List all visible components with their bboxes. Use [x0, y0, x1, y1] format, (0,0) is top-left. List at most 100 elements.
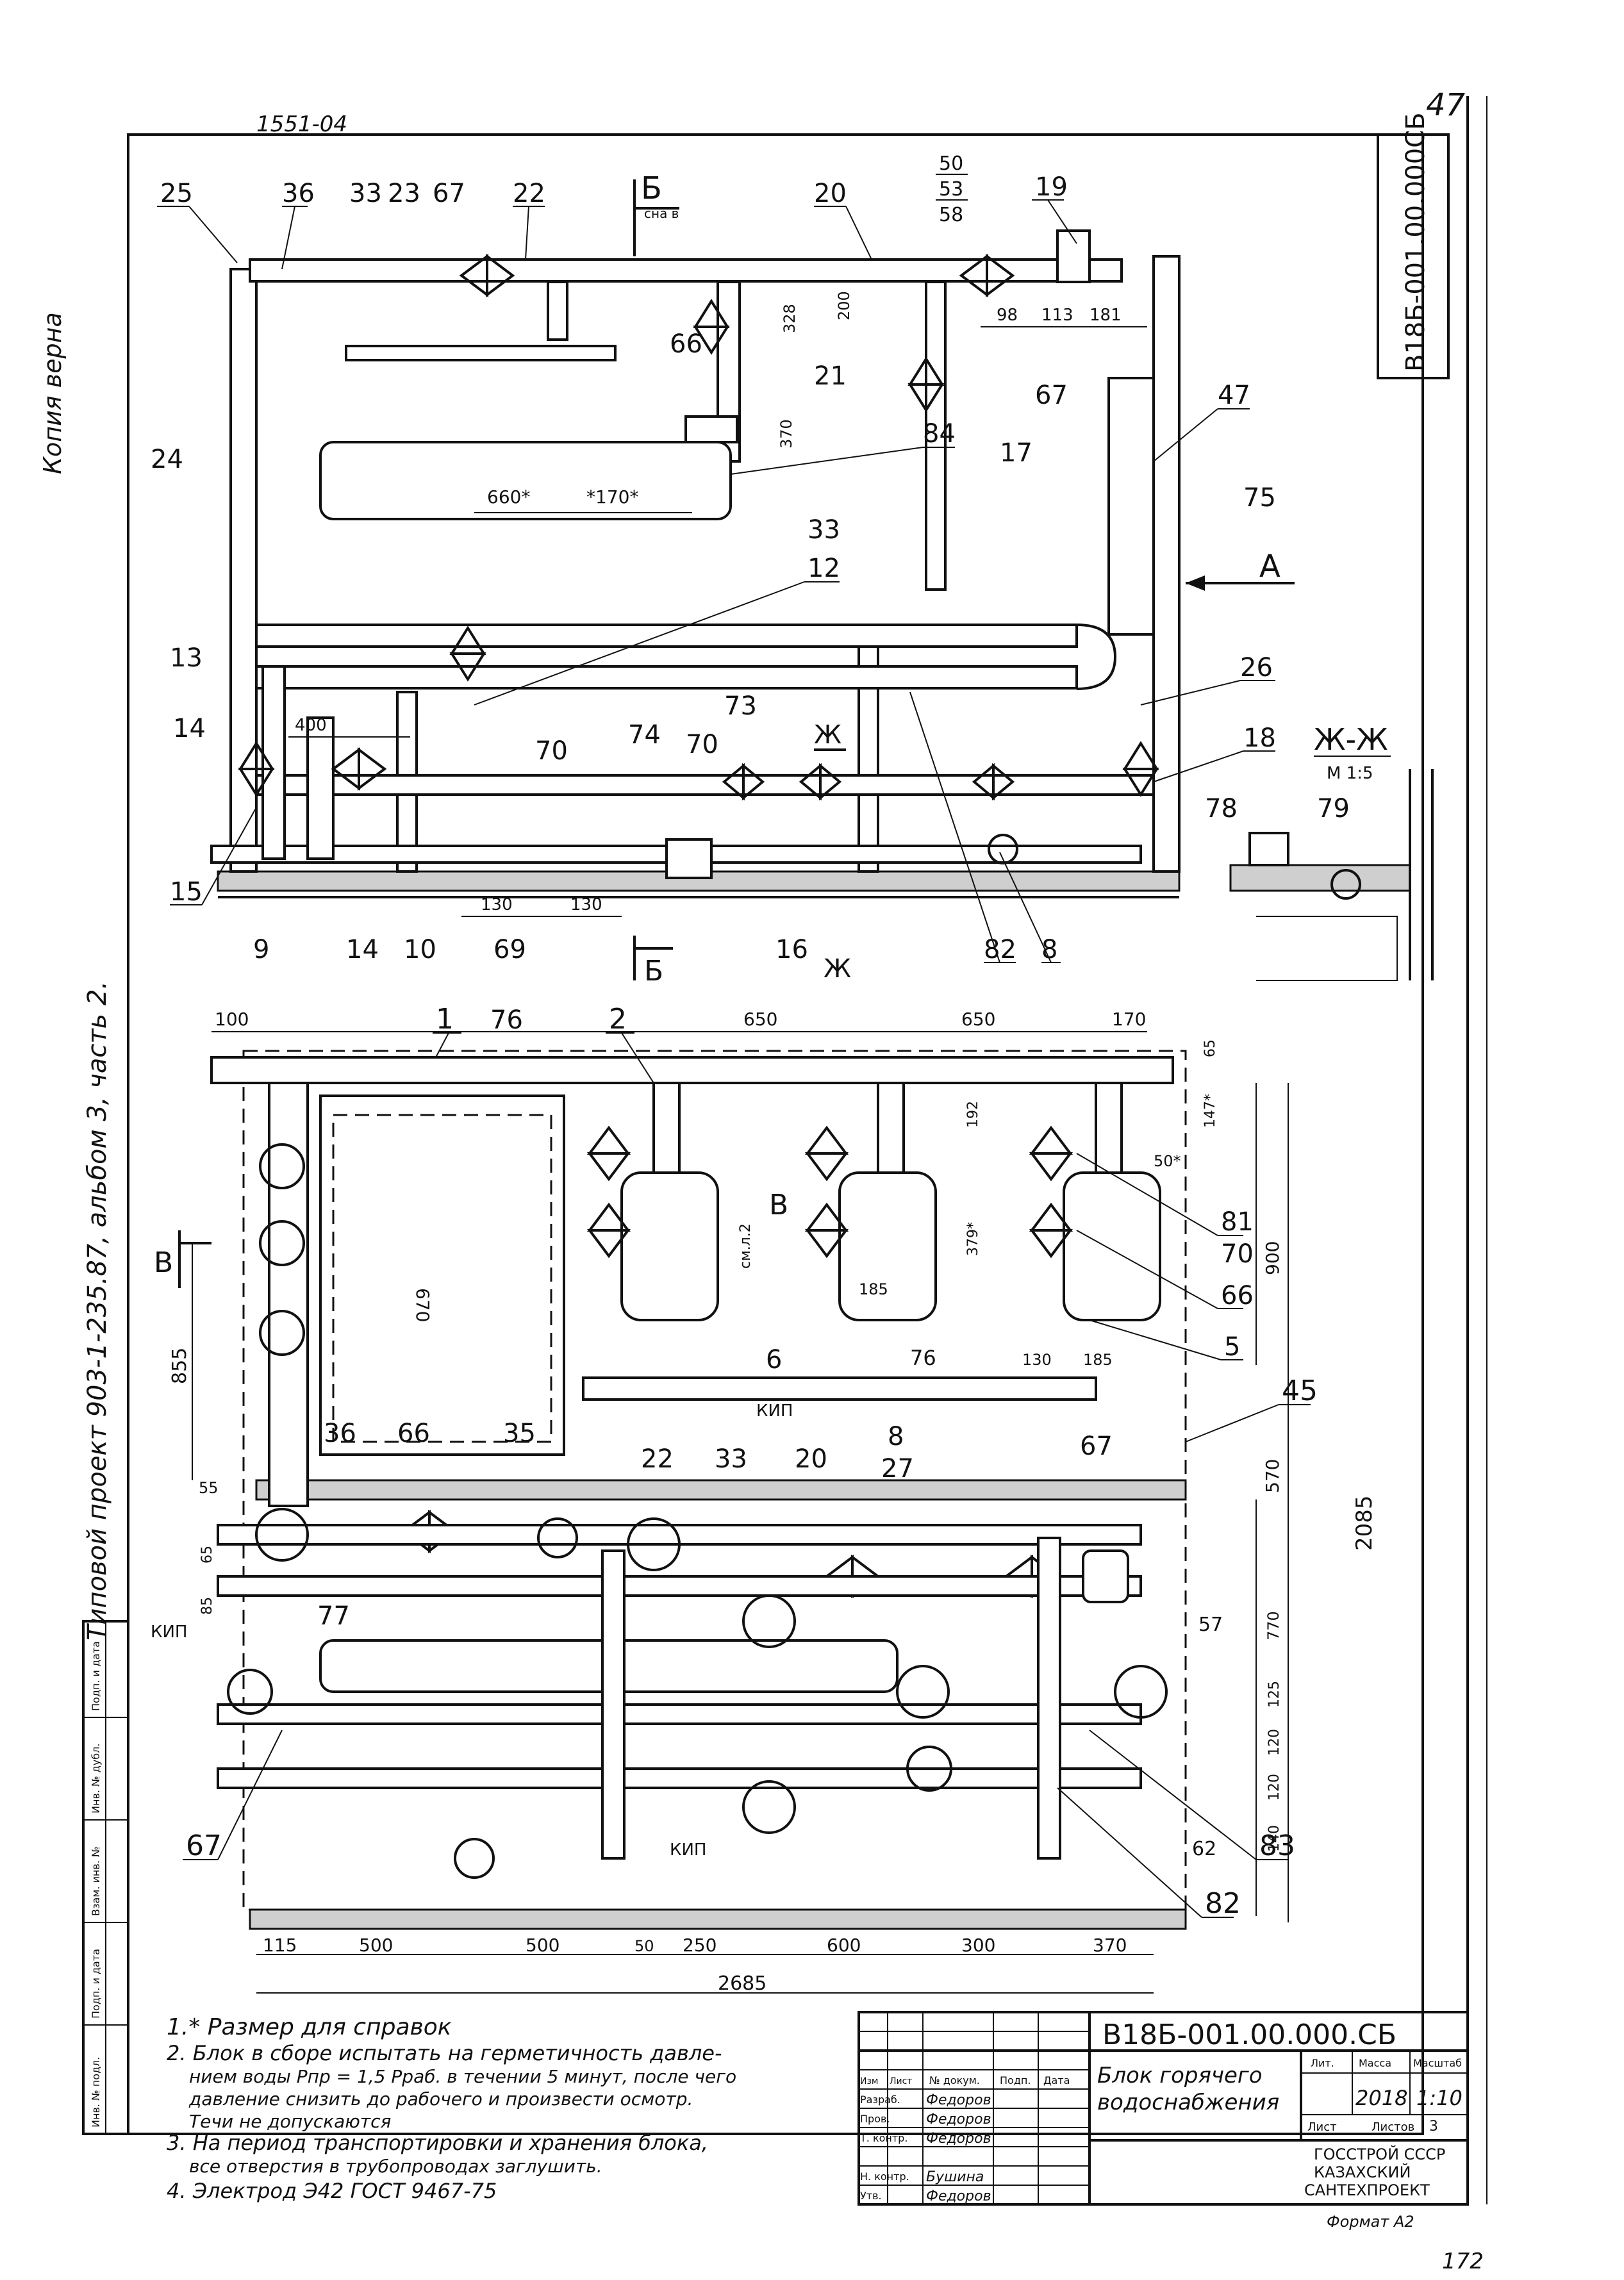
label-18: 18	[1243, 723, 1276, 753]
tb-scale: 1:10	[1416, 2086, 1462, 2110]
tb-sheets-count: 3	[1429, 2119, 1438, 2135]
plan-label-70: 70	[1221, 1239, 1254, 1269]
section-b-top: Б	[641, 170, 662, 206]
plan-label-66: 66	[1221, 1281, 1254, 1310]
label-14b: 14	[346, 935, 379, 964]
plan-label-57: 57	[1198, 1614, 1223, 1636]
plan-dim-120a: 120	[1266, 1729, 1282, 1756]
plan-label-2: 2	[609, 1003, 627, 1036]
plan-label-66b: 66	[397, 1419, 430, 1448]
label-84: 84	[923, 419, 956, 449]
side-stamp-box: В18Б-001.00.000СБ	[1377, 112, 1450, 379]
tb-format: Формат А2	[1327, 2213, 1414, 2231]
label-75: 75	[1243, 483, 1276, 513]
plan-dim-250: 250	[683, 1935, 717, 1956]
pump-16	[665, 838, 713, 879]
plan-label-62: 62	[1192, 1838, 1216, 1860]
note-line-5: 3. На период транспортировки и хранения …	[167, 2131, 708, 2155]
plan-label-20: 20	[795, 1444, 827, 1474]
plan-dim-2085: 2085	[1352, 1495, 1377, 1551]
tb-name-1: Федоров	[926, 2111, 991, 2127]
label-36: 36	[282, 179, 315, 208]
plan-dim-147: 147*	[1202, 1094, 1218, 1128]
plan-label-77: 77	[317, 1601, 350, 1631]
plan-label-67: 67	[1080, 1432, 1113, 1461]
tb-name-line-1: Блок горячего	[1097, 2063, 1263, 2088]
fraction-53: 53	[939, 178, 963, 201]
tb-col-date: Дата	[1043, 2074, 1070, 2086]
dim-200: 200	[835, 291, 853, 320]
label-66: 66	[670, 329, 702, 359]
plan-dim-50b: 50	[634, 1937, 654, 1955]
plan-view: 1 76 2 81 70 66 5 6 76 45 36 66 35 22 33…	[151, 1003, 1377, 1995]
label-16: 16	[775, 935, 808, 964]
arrow-zh-label: Ж	[814, 720, 841, 750]
note-line-7: 4. Электрод Э42 ГОСТ 9467-75	[167, 2179, 497, 2203]
pump-1	[620, 1171, 719, 1321]
kip-label-1: КИП	[756, 1401, 793, 1421]
inner-frame	[127, 133, 1424, 2135]
left-stamp-strip: Инв. № подл. Подп. и дата Взам. инв. № И…	[82, 1620, 129, 2135]
plan-dim-185a: 185	[859, 1280, 888, 1298]
label-69: 69	[493, 935, 526, 964]
sheet-ref: см.л.2	[738, 1223, 754, 1269]
label-67b: 67	[1035, 381, 1068, 410]
tb-col-doc: № докум.	[929, 2074, 980, 2086]
plan-dim-130: 130	[1022, 1351, 1052, 1369]
label-79: 79	[1317, 794, 1350, 823]
plan-dim-770: 770	[1264, 1611, 1282, 1640]
label-78: 78	[1205, 794, 1238, 823]
plan-label-67b: 67	[186, 1830, 222, 1862]
plan-dim-185b: 185	[1083, 1351, 1113, 1369]
label-25: 25	[160, 179, 193, 208]
plan-dim-65b: 65	[199, 1546, 215, 1564]
arrow-a-label: А	[1259, 549, 1280, 584]
dim-130b: 130	[570, 895, 602, 914]
kip-label-3: КИП	[670, 1840, 706, 1860]
label-17: 17	[1000, 438, 1032, 468]
plan-dim-570: 570	[1262, 1459, 1283, 1493]
note-line-6: все отверстия в трубопроводах заглушить.	[189, 2156, 602, 2177]
tb-col-izm: Изм	[860, 2076, 878, 2086]
dim-328: 328	[781, 304, 799, 333]
title-block: Изм Лист № докум. Подп. Дата Разраб. Фед…	[858, 2011, 1469, 2231]
plan-label-76b: 76	[910, 1346, 936, 1370]
dim-170: *170*	[586, 486, 638, 508]
plan-dim-140: 140	[1266, 1825, 1282, 1852]
label-24: 24	[151, 445, 183, 474]
tb-code: В18Б-001.00.000.СБ	[1102, 2019, 1396, 2051]
stamp-col-1: Подп. и дата	[90, 1949, 102, 2019]
tb-role-3: Н. контр.	[860, 2170, 909, 2183]
detail-title: Ж-Ж	[1314, 722, 1388, 757]
dim-660: 660*	[487, 486, 530, 508]
label-82: 82	[984, 935, 1016, 964]
label-74: 74	[628, 720, 661, 750]
plan-dim-379: 379*	[965, 1222, 981, 1256]
plan-dim-900: 900	[1262, 1241, 1283, 1275]
stamp-col-3: Инв. № дубл.	[90, 1744, 102, 1813]
plan-dim-170: 170	[1112, 1009, 1146, 1030]
plan-label-22: 22	[641, 1444, 674, 1474]
dim-400: 400	[295, 716, 327, 735]
plan-dim-300: 300	[961, 1935, 995, 1956]
plan-dim-85: 85	[199, 1597, 215, 1615]
label-12: 12	[808, 554, 840, 583]
top-stamp: 1551-04	[256, 112, 347, 137]
section-b-bottom: Б	[644, 955, 663, 987]
tb-name-2: Федоров	[926, 2131, 991, 2147]
left-margin-note: Копия верна	[38, 312, 67, 474]
dim-130a: 130	[481, 895, 513, 914]
plan-label-45: 45	[1282, 1375, 1318, 1407]
label-21: 21	[814, 361, 847, 391]
tb-role-2: Т. контр.	[859, 2132, 907, 2144]
top-view: 25 36 33 23 67 22 20 19 66 21 67 47 24 8…	[151, 153, 1295, 987]
label-33: 33	[349, 179, 382, 208]
plan-dim-55: 55	[199, 1479, 219, 1497]
note-line-4: Течи не допускаются	[189, 2111, 391, 2132]
label-33b: 33	[808, 515, 840, 545]
label-70b: 70	[686, 730, 718, 759]
left-vertical-title: Типовой проект 903-1-235.87, альбом 3, ч…	[83, 981, 112, 1640]
label-47: 47	[1218, 381, 1250, 410]
plan-dim-500a: 500	[359, 1935, 393, 1956]
label-9: 9	[253, 935, 269, 964]
